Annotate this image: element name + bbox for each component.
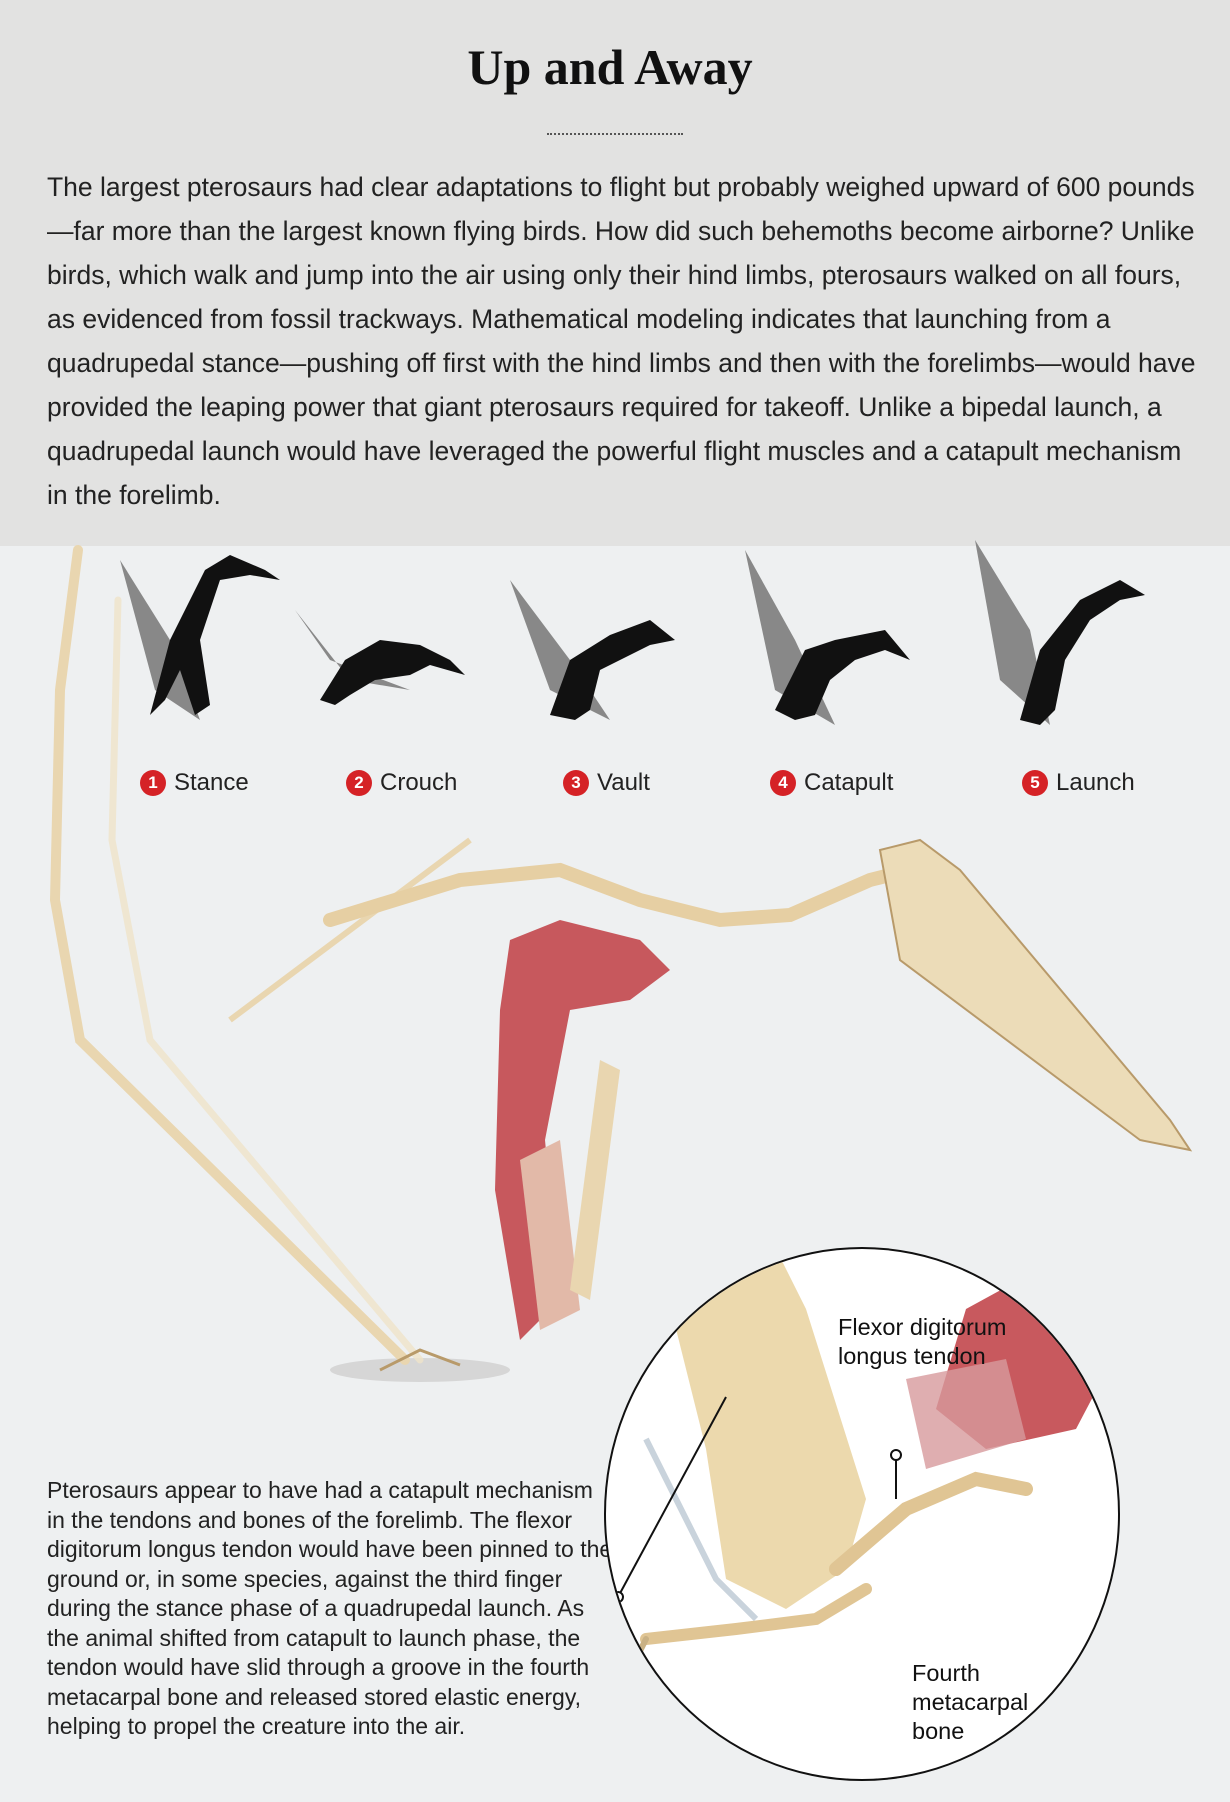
stage-name-3: Vault — [597, 769, 650, 796]
stage-number-3: 3 — [563, 770, 589, 796]
stage-5-silhouette — [975, 540, 1145, 725]
wing-finger-bone-back — [108, 596, 424, 1364]
stage-number-5: 5 — [1022, 770, 1048, 796]
tendon-sheath — [906, 1359, 1026, 1469]
page-title: Up and Away — [467, 39, 753, 95]
bone-callout-line2: metacarpal — [912, 1689, 1029, 1715]
stage-name-5: Launch — [1056, 769, 1135, 796]
skeleton-illustration — [49, 545, 1193, 1382]
stage-name-2: Crouch — [380, 769, 458, 796]
bone-marker — [890, 1449, 902, 1461]
tendon-callout-line2: longus tendon — [838, 1343, 986, 1369]
skull — [878, 838, 1193, 1152]
header-panel: Up and Away The largest pterosaurs had c… — [0, 0, 1230, 546]
metacarpal-bone — [829, 1471, 1033, 1576]
stage-number-2: 2 — [346, 770, 372, 796]
catapult-caption: Pterosaurs appear to have had a catapult… — [47, 1477, 613, 1739]
stage-name-4: Catapult — [804, 769, 894, 796]
stage-4-silhouette — [745, 550, 910, 725]
spine — [323, 862, 917, 928]
tendon-leader-line — [617, 1396, 727, 1598]
foot-claws — [379, 1348, 461, 1372]
stage-1-silhouette — [120, 555, 280, 720]
stage-label-4: 4 Catapult — [770, 768, 893, 798]
bone-callout-line3: bone — [912, 1718, 965, 1744]
stage-number-1: 1 — [140, 770, 166, 796]
stage-label-2: 2 Crouch — [346, 768, 457, 798]
title-divider — [547, 133, 683, 135]
stage-3-silhouette — [510, 580, 675, 720]
tendon-callout-line1: Flexor digitorum — [838, 1314, 1007, 1340]
tendon-callout: Flexor digitorum longus tendon — [838, 1313, 1006, 1371]
intro-text: The largest pterosaurs had clear adaptat… — [47, 172, 1196, 510]
bone-callout-line1: Fourth — [912, 1660, 980, 1686]
ground-shadow — [330, 1358, 510, 1382]
stage-number-4: 4 — [770, 770, 796, 796]
stage-label-5: 5 Launch — [1022, 768, 1135, 798]
bone-callout: Fourth metacarpal bone — [912, 1659, 1028, 1746]
forearm-tendon — [520, 1140, 580, 1330]
forearm-bone — [666, 1249, 866, 1609]
flexor-tendon — [643, 1437, 759, 1622]
stage-label-1: 1 Stance — [140, 768, 249, 798]
stage-name-1: Stance — [174, 769, 249, 796]
finger-bones — [640, 1583, 872, 1645]
wing-finger-bone — [49, 545, 410, 1365]
stage-label-3: 3 Vault — [563, 768, 650, 798]
forelimb-inset-detail: Flexor digitorum longus tendon Fourth me… — [604, 1247, 1120, 1781]
humerus-bone — [228, 837, 472, 1023]
claw — [623, 1636, 649, 1682]
wing-metacarpal — [570, 1060, 620, 1300]
stage-2-silhouette — [295, 610, 465, 705]
